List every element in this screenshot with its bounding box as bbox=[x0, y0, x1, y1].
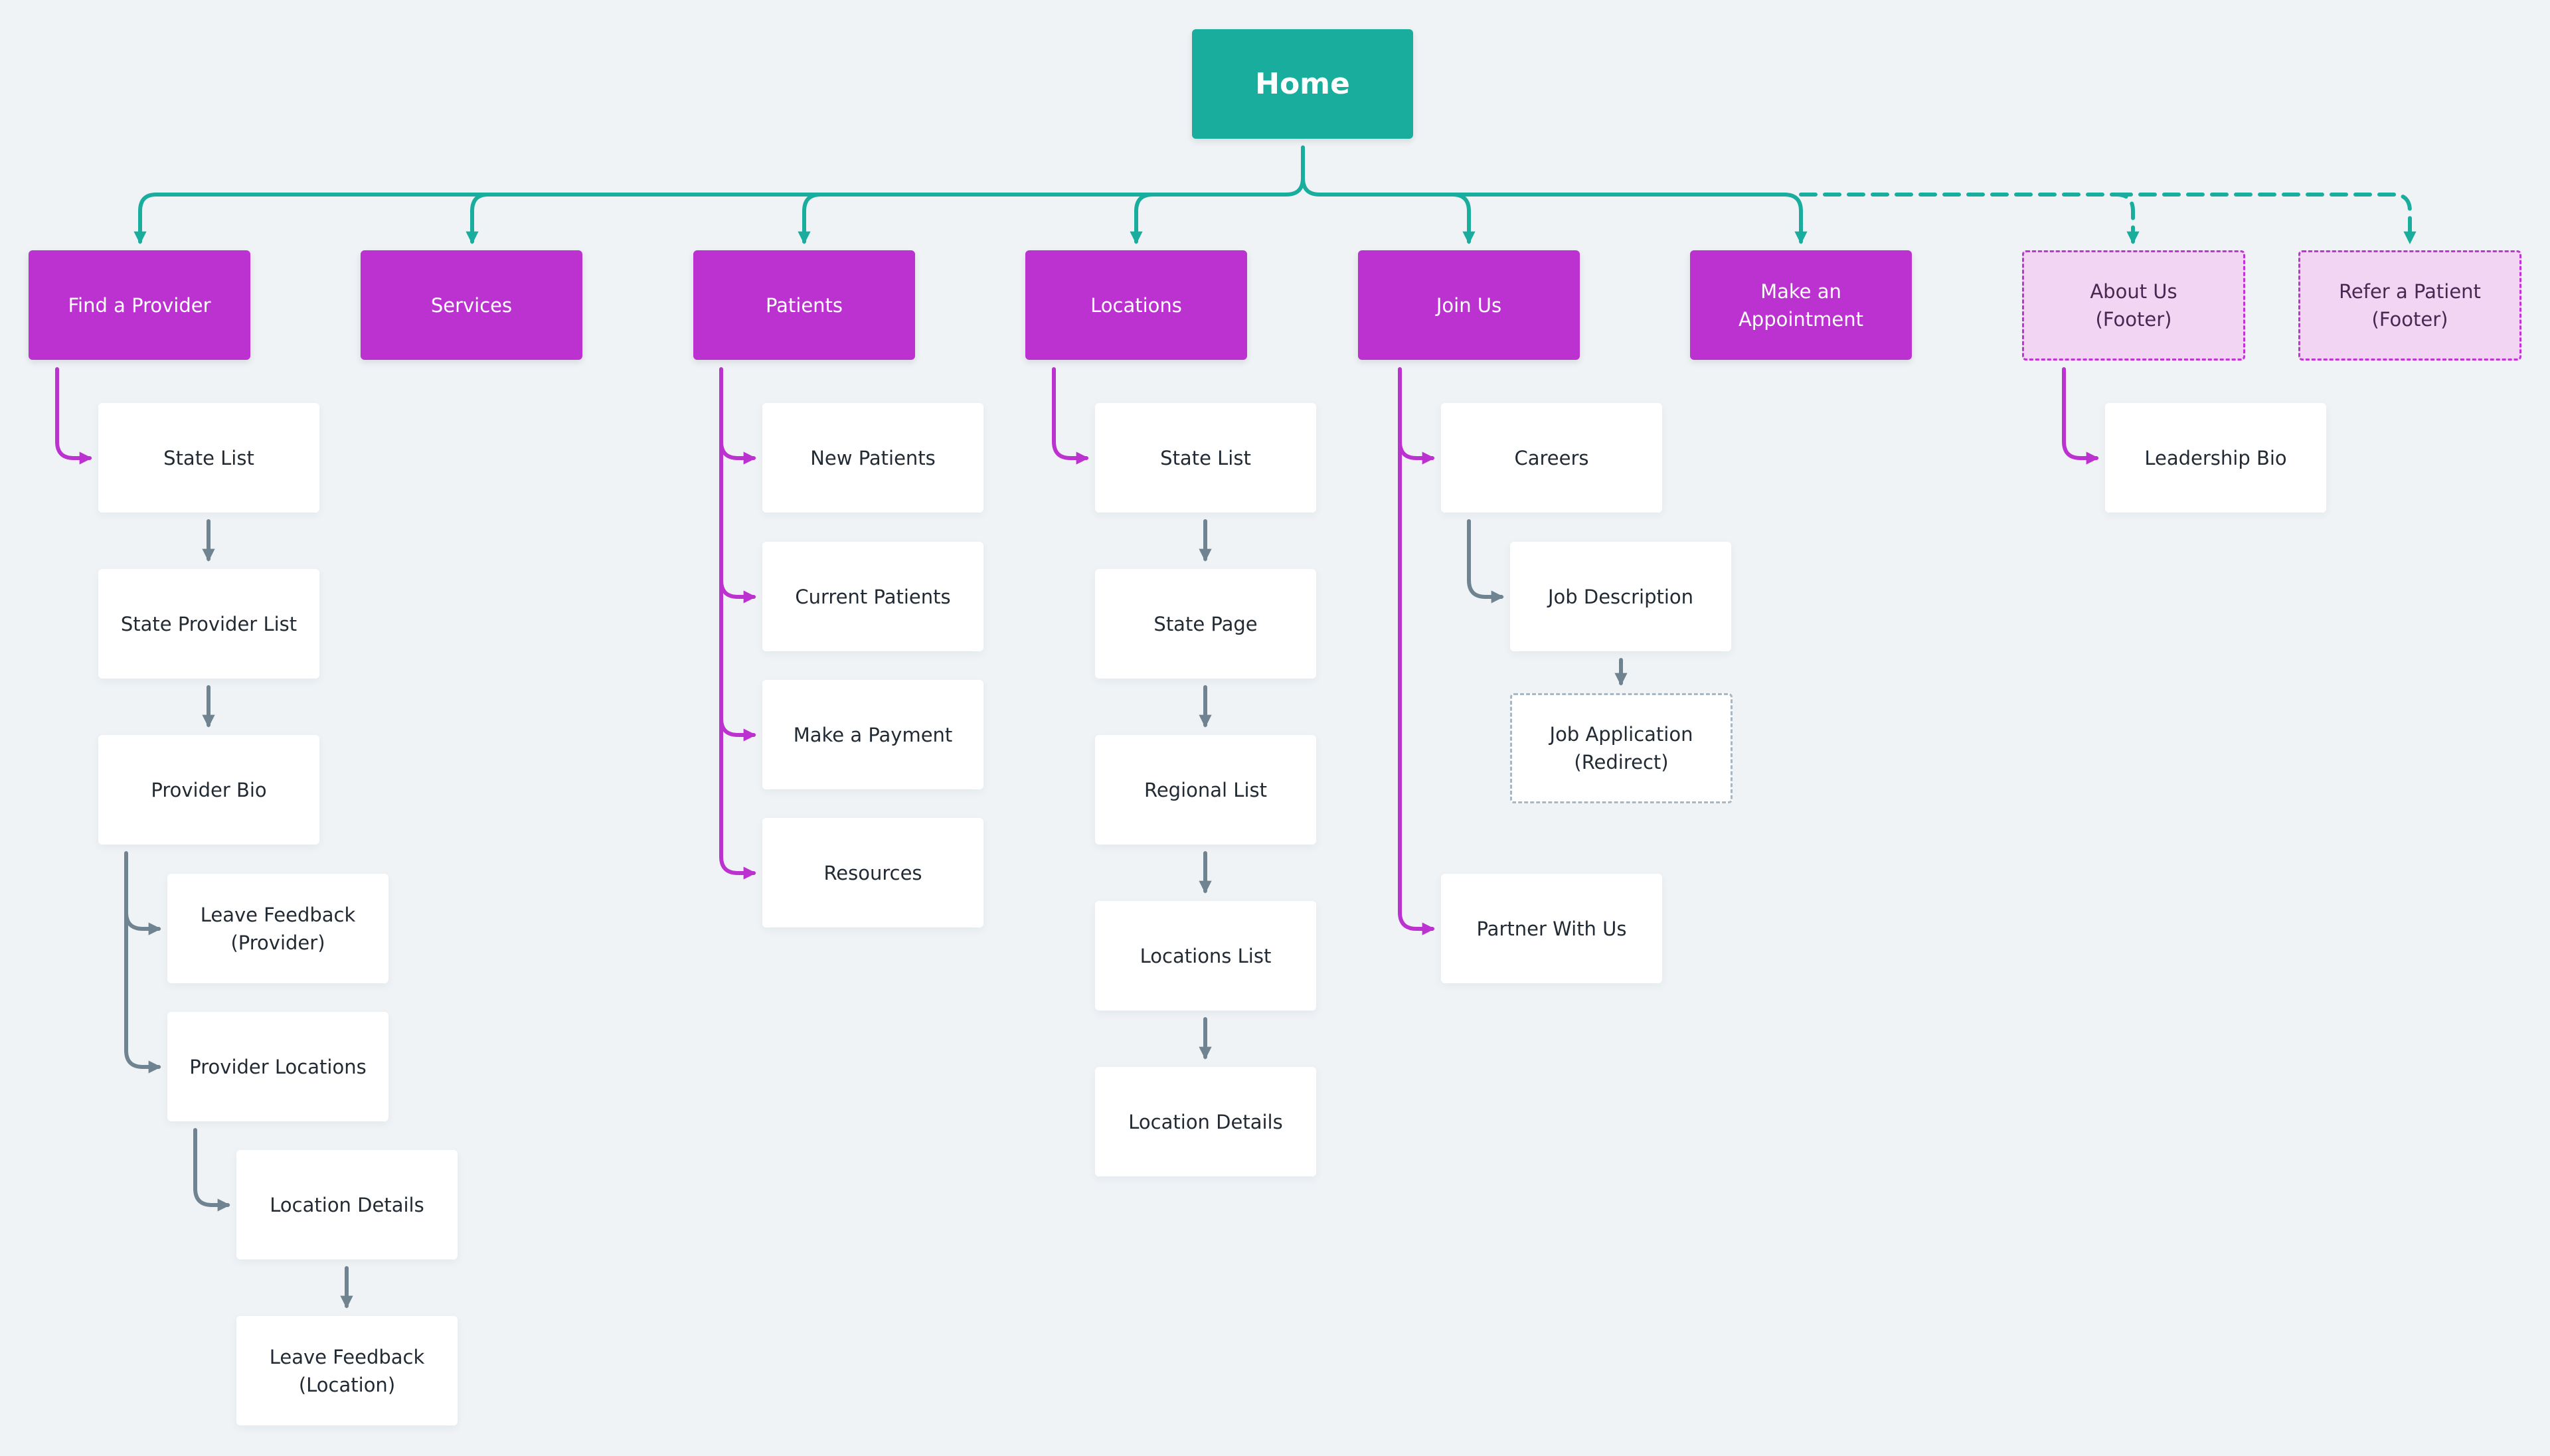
page-careers[interactable]: Careers bbox=[1441, 403, 1662, 513]
page-label: State List bbox=[163, 446, 254, 469]
join-to-partner-connector bbox=[1398, 440, 1435, 935]
page-leadership-bio[interactable]: Leadership Bio bbox=[2105, 403, 2326, 513]
page-label: Current Patients bbox=[795, 585, 951, 608]
section-label: Find a Provider bbox=[68, 293, 211, 317]
join-to-careers-connector bbox=[1398, 367, 1435, 465]
patients-to-new-connector bbox=[719, 367, 756, 465]
about-to-leadership-connector bbox=[2062, 367, 2099, 465]
page-label: Leave Feedback (Provider) bbox=[200, 903, 356, 954]
page-label: Leave Feedback (Location) bbox=[269, 1345, 425, 1396]
locations-to-state-list-connector bbox=[1052, 367, 1089, 465]
section-label: Make an Appointment bbox=[1738, 280, 1864, 331]
patients-to-payment-connector bbox=[719, 578, 756, 742]
home-to-patients-connector bbox=[798, 193, 823, 244]
section-services[interactable]: Services bbox=[361, 250, 582, 360]
section-join-us[interactable]: Join Us bbox=[1358, 250, 1580, 360]
home-to-join-connector bbox=[1450, 193, 1476, 244]
page-locations-list[interactable]: Locations List bbox=[1095, 901, 1316, 1011]
section-label: Patients bbox=[765, 293, 843, 317]
page-label: New Patients bbox=[810, 446, 936, 469]
page-label: Regional List bbox=[1144, 778, 1268, 801]
page-provider-locations[interactable]: Provider Locations bbox=[167, 1012, 388, 1121]
page-provider-bio[interactable]: Provider Bio bbox=[98, 735, 319, 845]
section-label: Services bbox=[430, 293, 513, 317]
home-brace-connector bbox=[133, 145, 1305, 244]
page-label: Locations List bbox=[1140, 944, 1272, 967]
home-label: Home bbox=[1255, 67, 1350, 101]
page-state-provider-list[interactable]: State Provider List bbox=[98, 569, 319, 679]
section-refer-a-patient-footer[interactable]: Refer a Patient (Footer) bbox=[2298, 250, 2521, 361]
page-label: Provider Bio bbox=[151, 778, 267, 801]
find-to-state-list-connector bbox=[55, 367, 92, 465]
bio-to-feedback-connector bbox=[124, 851, 161, 935]
page-job-application-redirect[interactable]: Job Application (Redirect) bbox=[1510, 693, 1733, 803]
page-regional-list[interactable]: Regional List bbox=[1095, 735, 1316, 845]
section-label: Locations bbox=[1090, 293, 1182, 317]
page-leave-feedback-provider[interactable]: Leave Feedback (Provider) bbox=[167, 874, 388, 983]
home-to-services-connector bbox=[466, 193, 490, 244]
section-find-a-provider[interactable]: Find a Provider bbox=[29, 250, 250, 360]
page-provider-location-details[interactable]: Location Details bbox=[236, 1150, 458, 1259]
page-label: Provider Locations bbox=[189, 1055, 367, 1078]
page-state-page[interactable]: State Page bbox=[1095, 569, 1316, 679]
page-label: Resources bbox=[823, 861, 922, 884]
page-make-a-payment[interactable]: Make a Payment bbox=[762, 680, 983, 789]
section-label: Join Us bbox=[1436, 293, 1502, 317]
section-make-an-appointment[interactable]: Make an Appointment bbox=[1690, 250, 1912, 360]
patients-to-resources-connector bbox=[719, 716, 756, 880]
page-resources[interactable]: Resources bbox=[762, 818, 983, 928]
section-about-us-footer[interactable]: About Us (Footer) bbox=[2022, 250, 2245, 361]
patients-to-current-connector bbox=[719, 440, 756, 604]
home-to-locations-connector bbox=[1130, 193, 1155, 244]
page-label: Make a Payment bbox=[793, 723, 953, 746]
section-label: About Us (Footer) bbox=[2090, 280, 2177, 331]
page-label: Leadership Bio bbox=[2144, 446, 2287, 469]
careers-to-job-description-connector bbox=[1467, 519, 1504, 604]
page-partner-with-us[interactable]: Partner With Us bbox=[1441, 874, 1662, 983]
page-label: Location Details bbox=[270, 1193, 424, 1216]
page-label: Location Details bbox=[1128, 1110, 1283, 1133]
page-new-patients[interactable]: New Patients bbox=[762, 403, 983, 513]
page-label: State Page bbox=[1153, 612, 1258, 635]
page-label: State Provider List bbox=[120, 612, 298, 635]
section-patients[interactable]: Patients bbox=[693, 250, 915, 360]
page-label: Job Application (Redirect) bbox=[1549, 723, 1693, 773]
home-to-refer-dashed-connector bbox=[2114, 193, 2417, 244]
page-leave-feedback-location[interactable]: Leave Feedback (Location) bbox=[236, 1316, 458, 1425]
page-label: Partner With Us bbox=[1476, 917, 1627, 940]
page-locations-location-details[interactable]: Location Details bbox=[1095, 1067, 1316, 1176]
bio-to-provider-locations-connector bbox=[124, 910, 161, 1074]
page-job-description[interactable]: Job Description bbox=[1510, 542, 1731, 651]
page-label: Job Description bbox=[1547, 585, 1694, 608]
page-current-patients[interactable]: Current Patients bbox=[762, 542, 983, 651]
home-to-about-dashed-connector bbox=[1799, 193, 2140, 244]
page-label: State List bbox=[1160, 446, 1251, 469]
page-find-state-list[interactable]: State List bbox=[98, 403, 319, 513]
page-locations-state-list[interactable]: State List bbox=[1095, 403, 1316, 513]
home-right-connector bbox=[1301, 176, 1808, 244]
section-locations[interactable]: Locations bbox=[1025, 250, 1247, 360]
page-label: Careers bbox=[1514, 446, 1589, 469]
provider-locations-to-details-connector bbox=[193, 1128, 230, 1212]
home-node[interactable]: Home bbox=[1192, 29, 1413, 139]
section-label: Refer a Patient (Footer) bbox=[2339, 280, 2481, 331]
